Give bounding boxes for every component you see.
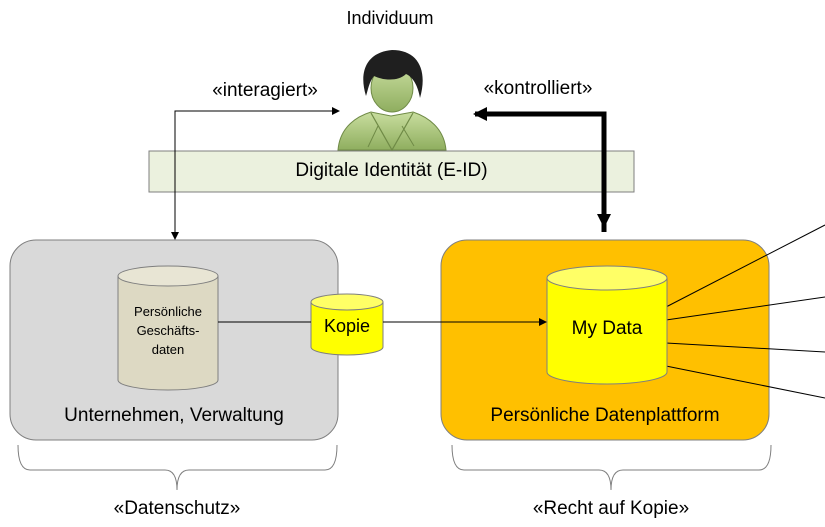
company-database-line-2: Geschäfts-	[136, 323, 200, 338]
company-database-line-1: Persönliche	[134, 304, 202, 319]
my-data-database	[546, 265, 668, 385]
platform-brace	[451, 444, 772, 491]
copy-database	[310, 293, 384, 356]
platform-brace-label: «Recht auf Kopie»	[532, 498, 690, 519]
identity-bar-label: Digitale Identität (E-ID)	[295, 160, 488, 181]
company-database	[117, 265, 219, 391]
identity-bar	[148, 150, 635, 193]
copy-label: Kopie	[323, 316, 371, 336]
platform-label: Persönliche Datenplattform	[490, 405, 720, 426]
company-brace-label: «Datenschutz»	[113, 498, 241, 519]
company-database-line-3: daten	[151, 342, 185, 357]
person-icon	[337, 50, 447, 152]
controls-label: «kontrolliert»	[483, 78, 593, 99]
platform-connector-lines	[665, 224, 825, 399]
interacts-connector	[174, 107, 340, 232]
individual-label: Individuum	[346, 8, 434, 28]
interacts-label: «interagiert»	[212, 80, 318, 101]
my-data-label: My Data	[571, 318, 643, 339]
company-database-label: Persönliche Geschäfts- daten	[118, 302, 218, 359]
company-label: Unternehmen, Verwaltung	[64, 405, 284, 426]
company-brace	[17, 444, 338, 491]
